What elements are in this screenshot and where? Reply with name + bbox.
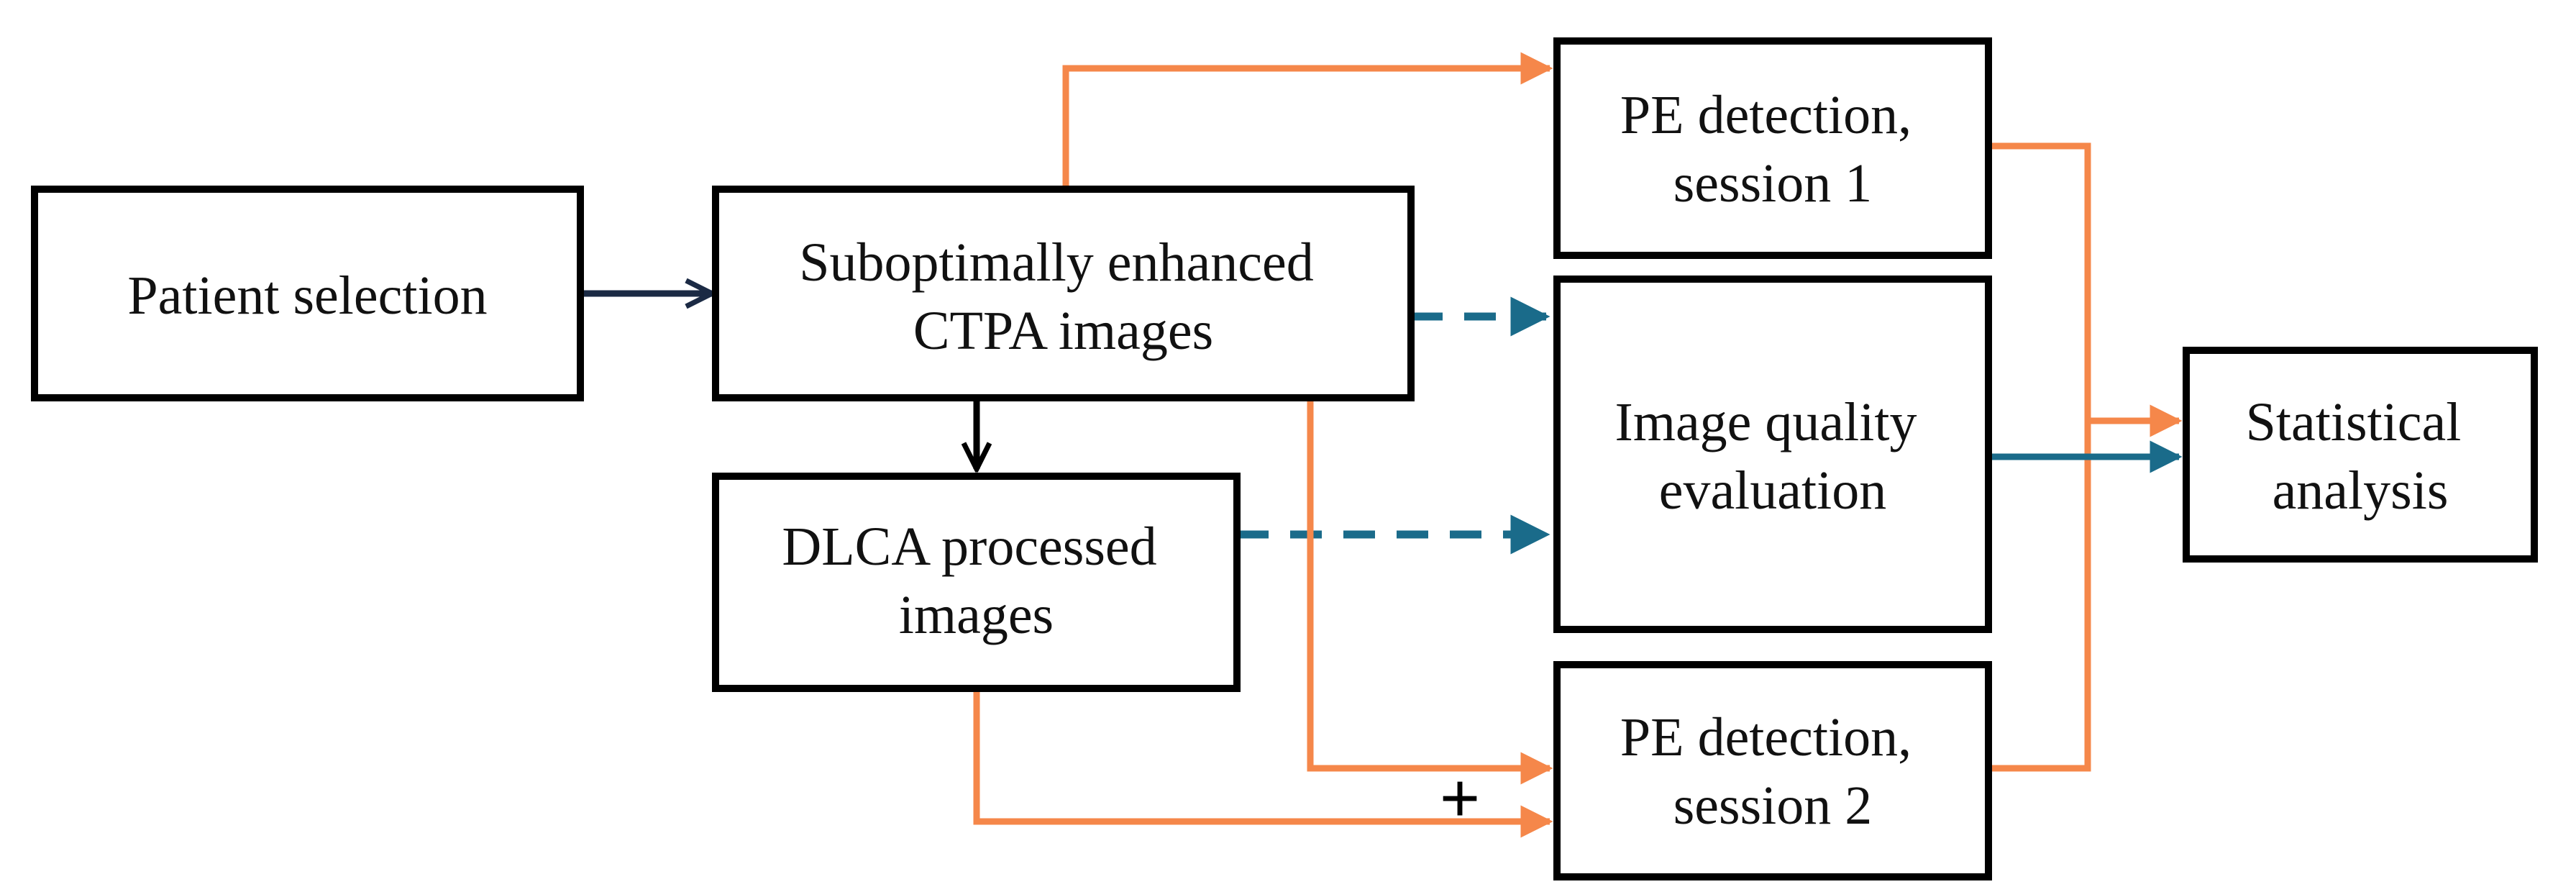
node-text-line: Patient selection: [127, 265, 487, 326]
node-text-line: PE detection,: [1620, 707, 1912, 768]
node-pe-session-2: PE detection, session 2: [1553, 661, 1992, 880]
node-text-line: Suboptimally enhanced: [799, 232, 1314, 293]
node-text-line: analysis: [2273, 460, 2449, 521]
node-statistical-analysis: Statistical analysis: [2183, 347, 2538, 563]
node-text-line: Image quality: [1615, 392, 1917, 452]
node-image-quality: Image quality evaluation: [1553, 276, 1992, 633]
node-text-line: evaluation: [1659, 460, 1887, 521]
svg-text:Image quality evaluation: Image quality evaluation: [1615, 392, 1931, 521]
node-text-line: session 2: [1673, 775, 1873, 836]
node-text-line: Statistical: [2246, 392, 2462, 452]
node-text-line: images: [899, 585, 1054, 645]
svg-text:Suboptimally enhanced CT: Suboptimally enhanced CTPA images: [799, 232, 1328, 361]
plus-label: +: [1440, 760, 1480, 837]
node-pe-session-1: PE detection, session 1: [1553, 37, 1992, 259]
edge-ctpa-to-pe-session-1: [1062, 52, 1553, 191]
svg-text:DLCA processed images: DLCA processed images: [782, 516, 1170, 645]
node-patient-selection: Patient selection: [31, 186, 584, 401]
node-text-line: DLCA processed: [782, 516, 1156, 577]
node-ctpa-images: Suboptimally enhanced CTPA images: [712, 186, 1415, 401]
edge-dlca-to-pe-session-2: [973, 688, 1553, 838]
node-text-line: CTPA images: [913, 301, 1213, 361]
svg-text:PE detection, session 2: PE detection, session 2: [1620, 707, 1925, 836]
svg-text:PE detection, session 1: PE detection, session 1: [1620, 85, 1925, 214]
node-text-line: session 1: [1673, 153, 1873, 214]
node-text-line: PE detection,: [1620, 85, 1912, 145]
svg-text:Statistical analysis: Statistical analysis: [2246, 392, 2475, 521]
node-dlca-images: DLCA processed images: [712, 473, 1241, 692]
edge-ctpa-to-pe-session-2: [1307, 398, 1553, 785]
svg-text:Patient selection: Patient selection: [127, 265, 487, 326]
